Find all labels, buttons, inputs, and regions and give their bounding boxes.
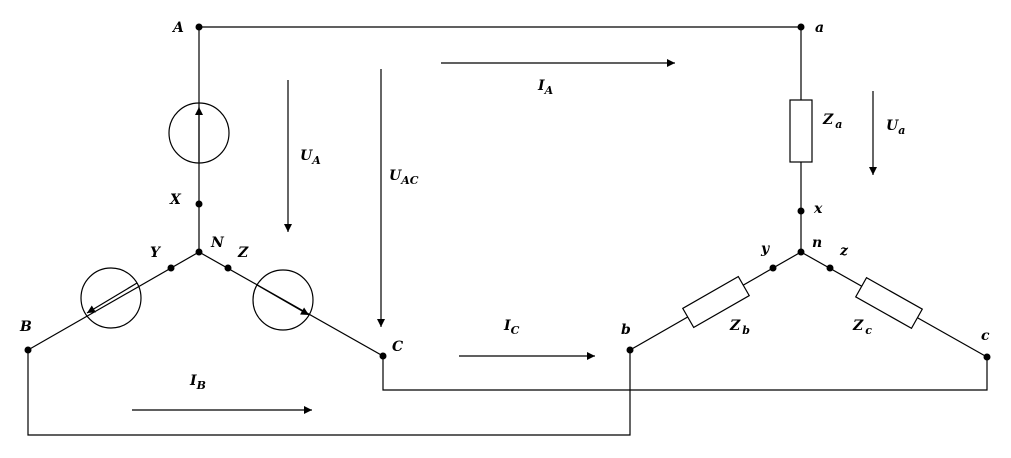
source-phase-b — [80, 267, 142, 329]
node-A — [195, 23, 203, 31]
node-Y — [167, 264, 175, 272]
label-node-x: x — [813, 201, 823, 217]
label-IA: IA — [537, 78, 554, 97]
label-node-y: y — [760, 241, 770, 257]
label-node-B: B — [19, 319, 32, 335]
label-node-X: X — [169, 192, 182, 208]
source-phase-a — [168, 102, 230, 164]
node-c — [983, 353, 991, 361]
line-C-c — [382, 356, 988, 391]
label-node-c: c — [981, 328, 990, 344]
node-Z — [224, 264, 232, 272]
label-IC: IC — [503, 318, 520, 337]
label-node-b: b — [621, 322, 631, 338]
line-B-b — [27, 350, 631, 436]
label-node-Y: Y — [150, 245, 162, 261]
impedance-zc — [854, 276, 924, 330]
impedance-za — [789, 99, 813, 163]
label-node-N: N — [210, 235, 225, 251]
label-node-a: a — [815, 20, 824, 36]
source-b-arrow — [86, 282, 138, 314]
source-phase-c — [252, 269, 314, 331]
node-y — [769, 264, 777, 272]
label-node-A: A — [171, 20, 184, 36]
node-b — [626, 346, 634, 354]
label-UAC: UAC — [389, 168, 419, 187]
label-IB: IB — [189, 373, 206, 392]
label-node-n: n — [812, 235, 822, 251]
source-c-arrow — [256, 284, 310, 316]
node-a — [797, 23, 805, 31]
label-node-Z: Z — [237, 245, 249, 261]
node-N — [195, 248, 203, 256]
label-Ua: Ua — [886, 118, 905, 137]
label-UA: UA — [300, 148, 321, 167]
node-z — [826, 264, 834, 272]
node-X — [195, 200, 203, 208]
node-x — [797, 207, 805, 215]
label-node-C: C — [392, 339, 403, 355]
impedance-zb — [681, 275, 751, 329]
node-B — [24, 346, 32, 354]
label-node-z: z — [839, 243, 849, 259]
node-n — [797, 248, 805, 256]
node-C — [379, 352, 387, 360]
